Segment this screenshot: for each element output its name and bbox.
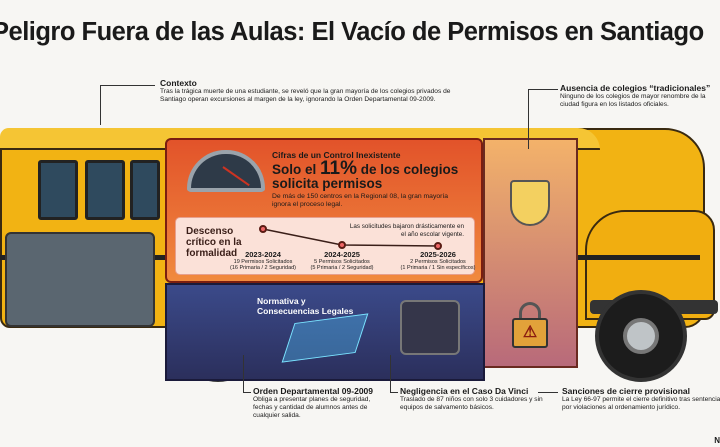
period-label: 2025-2026 [420, 250, 456, 259]
watermark-logo: N [714, 436, 720, 445]
callout-text: Ninguno de los colegios de mayor renombr… [560, 93, 706, 108]
callout-text: Traslado de 87 niños con solo 3 cuidador… [400, 396, 543, 411]
leader-line [100, 85, 101, 125]
page-title: Peligro Fuera de las Aulas: El Vacío de … [0, 18, 704, 46]
wheel-icon [595, 290, 687, 382]
leader-line [528, 89, 558, 90]
callout-title: Sanciones de cierre provisional [562, 386, 691, 396]
callout-negligencia: Negligencia en el Caso Da Vinci Traslado… [400, 386, 550, 412]
headline-pre: Solo el [272, 162, 321, 177]
hub [623, 318, 659, 354]
stat-headline: Solo el 11% de los colegios solicita per… [272, 159, 472, 191]
period-label: 2023-2024 [245, 250, 281, 259]
callout-contexto: Contexto Tras la trágica muerte de una e… [160, 78, 460, 104]
callout-text: La Ley 66-97 permite el cierre definitiv… [562, 396, 720, 411]
callout-title: Contexto [160, 78, 197, 88]
normativa-title: Normativa y Consecuencias Legales [257, 296, 354, 316]
leader-line [528, 89, 529, 149]
callout-text: Tras la trágica muerte de una estudiante… [160, 88, 451, 103]
lock-icon: ⚠ [512, 318, 548, 348]
bus-window [130, 160, 160, 220]
data-point [338, 241, 346, 249]
warning-icon: ⚠ [522, 324, 538, 341]
headline-post: de los colegios solicita permisos [272, 162, 459, 191]
shield-icon [510, 180, 550, 226]
period-detail: (1 Primaria / 1 Sin específicos) [400, 265, 476, 271]
data-point [259, 225, 267, 233]
stat-kicker: Cifras de un Control Inexistente [272, 150, 401, 160]
bus-window [38, 160, 78, 220]
leader-line [390, 355, 391, 393]
period-value: 5 Permisos Solicitados [314, 259, 370, 265]
callout-orden: Orden Departamental 09-2009 Obliga a pre… [253, 386, 383, 420]
callout-sanciones: Sanciones de cierre provisional La Ley 6… [562, 386, 720, 412]
chart-title: Descenso crítico en la formalidad [186, 226, 242, 259]
leader-line [390, 392, 398, 393]
leader-line [243, 392, 251, 393]
period-value: 2 Permisos Solicitados [410, 259, 466, 265]
data-point [434, 242, 442, 250]
callout-title: Orden Departamental 09-2009 [253, 386, 373, 396]
leader-line [243, 355, 244, 393]
bus-window [85, 160, 125, 220]
life-vest-bag-icon [400, 300, 460, 355]
period-detail: (16 Primaria / 2 Seguridad) [229, 265, 297, 271]
period-value: 19 Permisos Solicitados [233, 259, 293, 265]
gauge-needle [222, 166, 250, 187]
callout-ausencia: Ausencia de colegios “tradicionales” Nin… [560, 83, 720, 109]
leader-line [538, 392, 558, 393]
callout-title: Negligencia en el Caso Da Vinci [400, 386, 529, 396]
trend-chart: Descenso crítico en la formalidad Las so… [175, 217, 475, 275]
callout-text: Obliga a presentar planes de seguridad, … [253, 396, 371, 419]
engine-icon [5, 232, 155, 327]
lock-shackle [519, 302, 541, 322]
callout-title: Ausencia de colegios “tradicionales” [560, 83, 711, 93]
period-detail: (5 Primaria / 2 Seguridad) [310, 265, 374, 271]
headline-percent: 11% [320, 158, 357, 179]
stat-text: De más de 150 centros en la Regional 08,… [272, 193, 449, 208]
period-label: 2024-2025 [324, 250, 360, 259]
leader-line [100, 85, 155, 86]
chart-note: Las solicitudes bajaron drásticamente en… [349, 223, 464, 238]
